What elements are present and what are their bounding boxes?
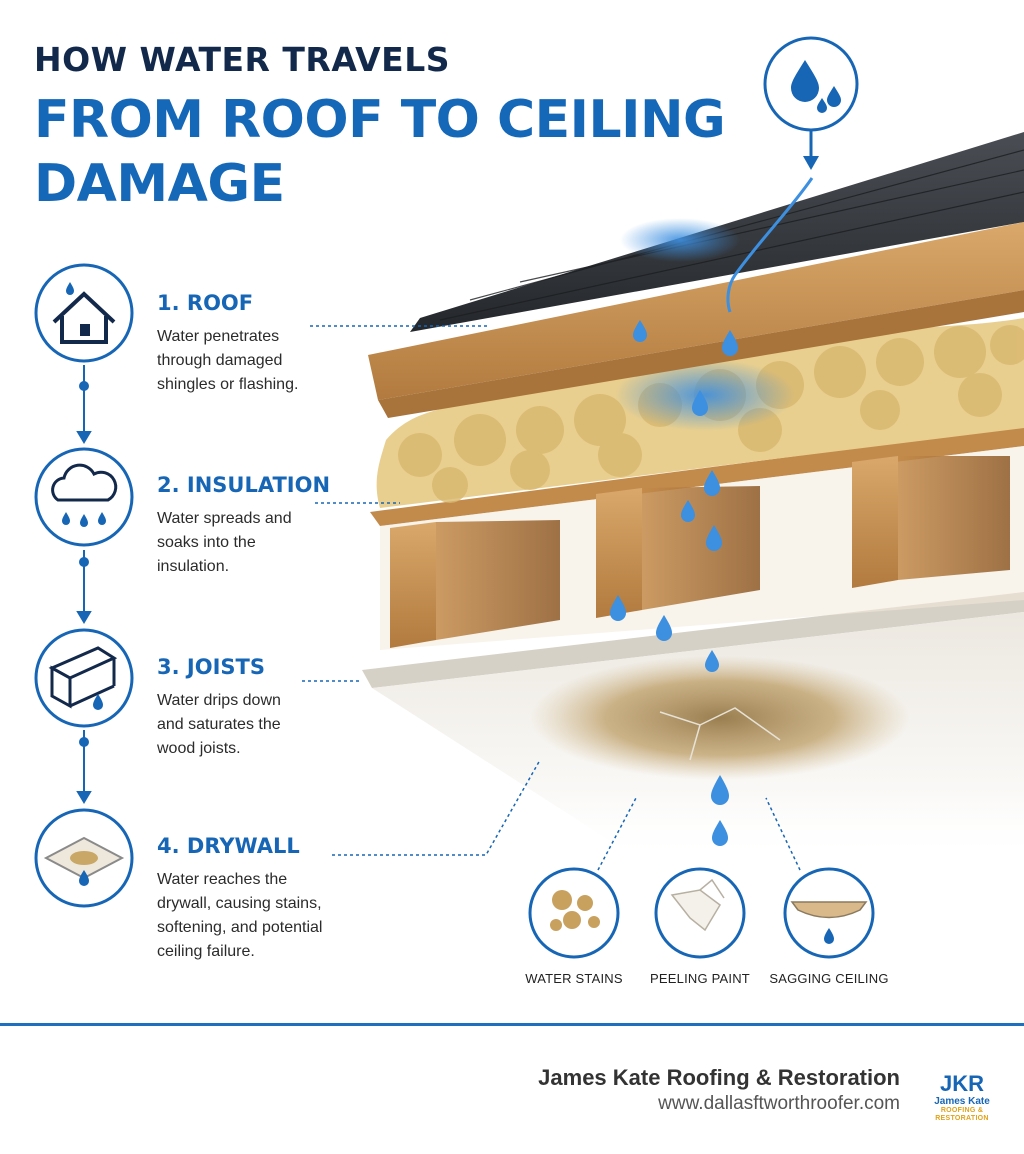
step-roof: 1. ROOF Water penetrates through damaged… <box>157 290 367 397</box>
step-title: 4. DRYWALL <box>157 834 300 858</box>
brand-logo: JKR James Kate ROOFING & RESTORATION <box>930 1056 994 1128</box>
step-description: Water drips down and saturates the wood … <box>157 689 367 761</box>
brand-name: James Kate Roofing & Restoration <box>538 1065 900 1090</box>
step-title: 1. ROOF <box>157 291 254 315</box>
water-stains-icon <box>528 867 620 959</box>
joist-layer <box>370 426 1024 650</box>
rain-cloud-icon <box>34 447 134 547</box>
step-desc-line: Water reaches the <box>157 871 288 888</box>
step-desc-line: insulation. <box>157 558 230 575</box>
step-desc-line: softening, and potential <box>157 919 323 936</box>
step-desc-line: shingles or flashing. <box>157 376 299 393</box>
step-desc-line: ceiling failure. <box>157 943 255 960</box>
step-insulation: 2. INSULATION Water spreads and soaks in… <box>157 472 367 579</box>
step-desc-line: and saturates the <box>157 716 281 733</box>
cross-section-illustration <box>34 36 1024 959</box>
step-title: 2. INSULATION <box>157 473 331 497</box>
step-description: Water penetrates through damaged shingle… <box>157 325 367 397</box>
logo-monogram: JKR <box>939 1071 984 1096</box>
sagging-ceiling-icon <box>783 867 875 959</box>
step-desc-line: wood joists. <box>157 740 241 757</box>
brand-website[interactable]: www.dallasftworthroofer.com <box>658 1093 900 1114</box>
step-description: Water reaches the drywall, causing stain… <box>157 868 367 964</box>
house-icon <box>34 263 134 363</box>
wood-joist-icon <box>34 628 134 728</box>
drywall-stain-icon <box>34 808 134 908</box>
effect-label-water-stains: WATER STAINS <box>525 971 623 986</box>
step-desc-line: soaks into the <box>157 534 256 551</box>
peeling-paint-icon <box>654 867 746 959</box>
headline: HOW WATER TRAVELS FROM ROOF TO CEILING D… <box>34 38 726 216</box>
headline-line-2: FROM ROOF TO CEILING <box>34 90 726 150</box>
step-title: 3. JOISTS <box>157 655 265 679</box>
step-description: Water spreads and soaks into the insulat… <box>157 507 367 579</box>
headline-line-3: DAMAGE <box>34 154 285 214</box>
water-path <box>610 177 814 846</box>
roof-layer <box>368 132 1024 418</box>
logo-sub-line: RESTORATION <box>935 1115 989 1122</box>
step-desc-line: through damaged <box>157 352 283 369</box>
step-joists: 3. JOISTS Water drips down and saturates… <box>157 654 367 761</box>
logo-name: James Kate <box>934 1096 990 1107</box>
headline-line-1: HOW WATER TRAVELS <box>34 40 451 79</box>
brand-block: James Kate Roofing & Restoration www.dal… <box>538 1064 900 1116</box>
step-desc-line: drywall, causing stains, <box>157 895 322 912</box>
step-desc-line: Water penetrates <box>157 328 280 345</box>
footer-divider <box>0 1023 1024 1026</box>
leader-lines <box>302 325 801 871</box>
logo-sub-line: ROOFING & <box>940 1107 984 1114</box>
step-desc-line: Water spreads and <box>157 510 292 527</box>
effect-label-sagging-ceiling: SAGGING CEILING <box>769 971 889 986</box>
water-drop-source-icon <box>763 36 859 170</box>
step-desc-line: Water drips down <box>157 692 281 709</box>
step-flow-connector <box>76 365 92 804</box>
step-drywall: 4. DRYWALL Water reaches the drywall, ca… <box>157 833 367 964</box>
drywall-layer <box>362 592 1024 860</box>
effect-label-peeling-paint: PEELING PAINT <box>650 971 750 986</box>
